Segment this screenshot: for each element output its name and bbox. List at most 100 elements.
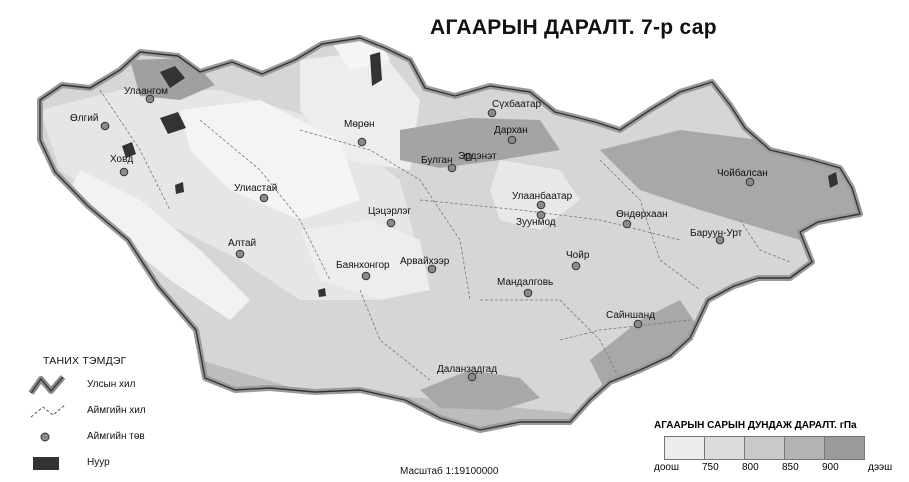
national-border [39,37,861,431]
city-label: Арвайхээр [400,256,450,267]
lake-icon [33,457,59,470]
national-border-icon [28,375,66,395]
lake [160,66,185,88]
province-center-marker [523,288,533,298]
pressure-cell [825,437,864,459]
lake [370,52,382,86]
city-label: Сайншанд [606,310,655,321]
legend-label-province-border: Аймгийн хил [87,405,146,416]
city-label: Булган [421,155,452,166]
lakes [122,52,838,297]
province-border [199,119,331,281]
province-border [480,299,621,381]
pressure-label-800: 800 [742,462,759,473]
province-center-marker [463,152,473,162]
city-label: Улиастай [234,183,277,194]
legend-item-province-border: Аймгийн хил [5,399,195,423]
zone-arvaikheer [300,220,430,300]
pressure-cell [705,437,745,459]
province-center-marker [361,271,371,281]
province-border [99,89,171,211]
legend-item-national-border: Улсын хил [5,373,195,397]
city-label: Өндөрхаан [616,209,668,220]
province-center-marker [235,249,245,259]
pressure-label-below: доош [654,462,679,473]
legend-label-lake: Нуур [87,457,110,468]
province-center-marker [467,372,477,382]
province-center-marker [571,261,581,271]
province-center-marker [633,319,643,329]
city-label: Алтай [228,238,256,249]
pressure-label-850: 850 [782,462,799,473]
legend-label-national-border: Улсын хил [87,379,136,390]
legend-item-province-center: Аймгийн төв [5,425,195,449]
pressure-cell [665,437,705,459]
pressure-cell [785,437,825,459]
province-center-icon [40,432,50,442]
zone-ulaanbaatar [490,160,580,230]
province-center-marker [487,108,497,118]
pressure-label-750: 750 [702,462,719,473]
city-label: Эрдэнэт [458,151,497,162]
province-center-marker [357,137,367,147]
province-center-marker [507,135,517,145]
pressure-cell [745,437,785,459]
lake [160,112,186,134]
zone-khangai [180,100,360,220]
lake [122,142,136,158]
province-border [419,199,681,241]
zone-selenge [400,118,560,168]
legend-title: ТАНИХ ТЭМДЭГ [43,355,127,367]
city-label: Сүхбаатар [492,98,542,110]
city-label: Баянхонгор [336,260,390,271]
province-center-marker [447,163,457,173]
province-center-marker [145,94,155,104]
pressure-legend-title: АГААРЫН САРЫН ДУНДАЖ ДАРАЛТ. гПа [654,420,857,431]
city-label: Мандалговь [497,277,553,288]
pressure-color-bar [664,436,865,460]
province-borders [99,89,791,381]
province-center-marker [427,264,437,274]
province-center-marker [622,219,632,229]
province-center-marker [715,235,725,245]
city-label: Зуунмод [516,217,556,228]
province-border [559,319,691,341]
city-label: Чойр [566,250,590,261]
province-border [739,219,791,263]
province-center-marker [386,218,396,228]
lake [318,288,326,297]
city-label: Өлгий [70,113,98,124]
city-label: Цэцэрлэг [368,206,411,217]
city-label: Даланзадгад [437,364,497,375]
province-center-marker [536,210,546,220]
legend-item-lake: Нуур [5,451,195,475]
lake [175,182,184,194]
province-border [359,289,431,381]
province-center-marker [745,177,755,187]
map-scale: Масштаб 1:19100000 [400,466,499,477]
city-label: Мөрөн [344,119,375,130]
province-center-marker [100,121,110,131]
zone-dalanzadgad [420,370,540,410]
pressure-label-above: дээш [868,462,893,473]
city-label: Улаанбаатар [512,190,573,202]
province-center-marker [119,167,129,177]
pressure-label-900: 900 [822,462,839,473]
city-label: Дархан [494,125,528,136]
map-title: АГААРЫН ДАРАЛТ. 7-р сар [430,16,717,39]
legend-label-province-center: Аймгийн төв [87,431,145,442]
province-center-marker [536,200,546,210]
province-center-marker [259,193,269,203]
city-label: Баруун-Урт [690,228,743,239]
pressure-labels: доош 750 800 850 900 дээш [650,462,900,476]
city-label: Ховд [110,154,133,165]
city-label: Чойбалсан [717,167,768,179]
zone-altai [70,170,250,320]
province-border [299,129,471,301]
city-label: Улаангом [124,86,168,97]
province-border-icon [30,404,66,418]
lake [828,172,838,188]
